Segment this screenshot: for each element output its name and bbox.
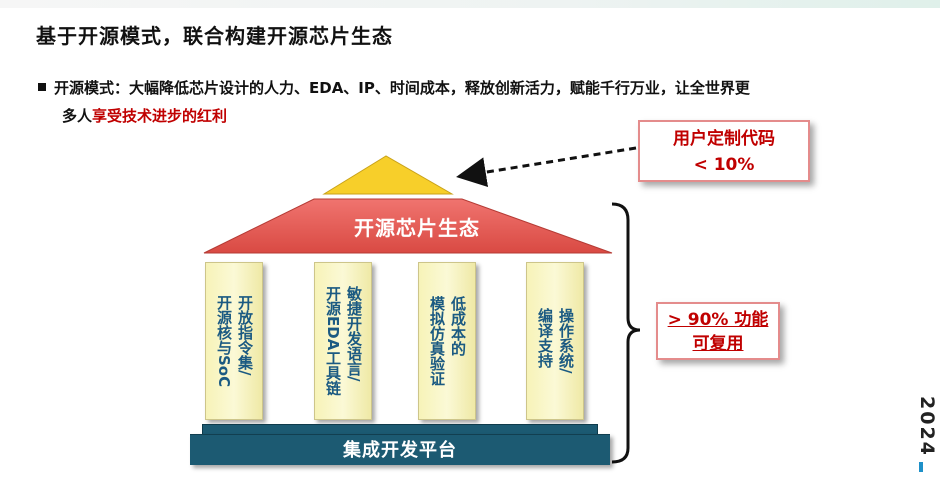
bullet-line2-highlight: 享受技术进步的红利 [92,107,228,125]
top-decor-strip [0,0,940,8]
pillar-2: 敏捷开发语言/ 开源EDA工具链 [314,262,372,420]
callout-user-code-line1: 用户定制代码 [673,129,775,149]
base-platform [190,434,610,465]
dashed-arrow [456,146,637,187]
callout-reuse-line1: > 90% 功能 [667,310,769,330]
roof-peak-shape [322,155,454,195]
pillar-1-text: 开放指令集/ 开源核与SoC [215,294,254,388]
callout-reuse-line2: 可复用 [692,334,744,354]
roof-shape [203,198,613,254]
bullet-line2-prefix: 多人 [62,107,93,125]
bullet-square-icon [38,83,46,91]
pillar-1: 开放指令集/ 开源核与SoC [205,262,263,420]
callout-reuse: > 90% 功能 可复用 [656,302,780,360]
pillar-4: 操作系统/ 编译支持 [526,262,584,420]
roof-label: 开源芯片生态 [354,216,480,240]
base-label: 集成开发平台 [343,440,457,461]
year-accent-bar [919,462,923,472]
bullet-line1: 开源模式：大幅降低芯片设计的人力、EDA、IP、时间成本，释放创新活力，赋能千行… [54,79,750,97]
pillar-3: 低成本的 模拟仿真验证 [418,262,476,420]
bullet-point: 开源模式：大幅降低芯片设计的人力、EDA、IP、时间成本，释放创新活力，赋能千行… [38,74,908,130]
bullet-line2: 多人享受技术进步的红利 [38,102,908,130]
callout-user-code-line2: < 10% [693,155,755,175]
callout-user-code: 用户定制代码 < 10% [638,120,810,182]
pillar-2-text: 敏捷开发语言/ 开源EDA工具链 [324,286,363,396]
year-label: 2024 [916,396,938,457]
right-brace [611,202,641,464]
slide-title: 基于开源模式，联合构建开源芯片生态 [36,24,393,48]
pillar-4-text: 操作系统/ 编译支持 [536,308,575,374]
pillar-3-text: 低成本的 模拟仿真验证 [428,296,467,386]
